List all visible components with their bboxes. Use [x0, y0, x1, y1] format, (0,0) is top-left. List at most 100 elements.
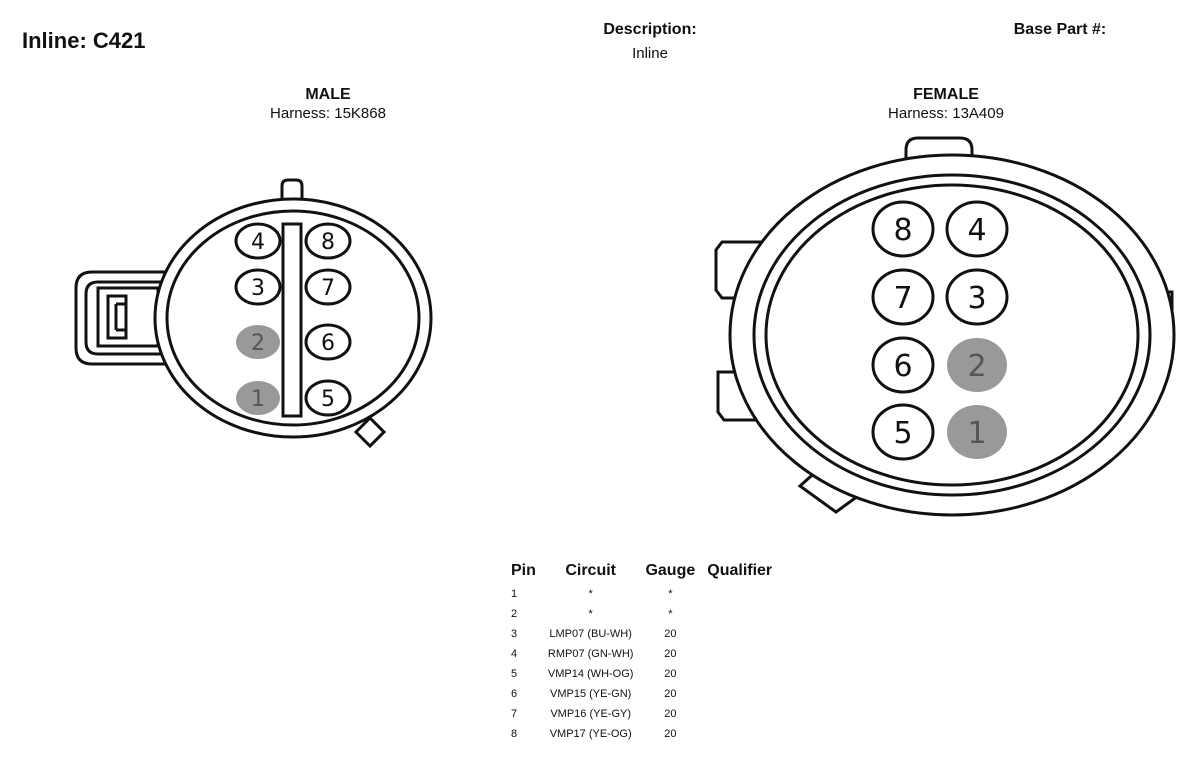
pin-cell: 6 — [511, 688, 518, 700]
circuit-cell: VMP16 (YE-GY) — [550, 708, 632, 720]
pin-table-header-row: Pin Circuit Gauge Qualifier — [505, 562, 778, 584]
female-pin-1: 1 — [947, 405, 1007, 459]
circuit-cell: VMP14 (WH-OG) — [547, 668, 634, 680]
qualifier-cell — [701, 644, 778, 664]
female-pin-7: 7 — [871, 268, 935, 326]
female-pin-label: 3 — [967, 281, 986, 316]
qualifier-cell — [701, 624, 778, 644]
female-pin-label: 8 — [893, 213, 912, 248]
gauge-cell: 20 — [664, 628, 677, 640]
connector-diagram: 4 3 2 1 8 7 6 5 8 7 6 5 4 3 2 1 — [74, 136, 1176, 517]
male-pin-circle — [304, 268, 352, 306]
female-pin-circle — [945, 268, 1009, 326]
gauge-cell: 20 — [664, 708, 677, 720]
male-pin-label: 2 — [251, 331, 265, 356]
male-pin-circle — [304, 323, 352, 361]
circuit-cell: VMP15 (YE-GN) — [550, 688, 632, 700]
female-pin-label: 1 — [967, 416, 986, 451]
table-row: 1 * * — [505, 584, 778, 604]
female-pin-8: 8 — [871, 200, 935, 258]
male-pin-8: 8 — [304, 222, 352, 260]
pin-cell: 4 — [511, 648, 518, 660]
pin-cell: 5 — [511, 668, 518, 680]
table-row: 3 LMP07 (BU-WH) 20 — [505, 624, 778, 644]
qualifier-cell — [701, 684, 778, 704]
female-pin-label: 7 — [893, 281, 912, 316]
male-pin-label: 4 — [251, 230, 265, 255]
male-pin-group: 4 3 2 1 8 7 6 5 — [234, 222, 352, 417]
female-view-title: FEMALE — [913, 86, 979, 103]
pin-cell: 1 — [511, 588, 518, 600]
gauge-cell: * — [668, 608, 673, 620]
male-connector-outline — [74, 178, 433, 449]
female-pin-group: 8 7 6 5 4 3 2 1 — [871, 200, 1009, 461]
connector-title: Inline: C421 — [22, 28, 146, 53]
female-pin-label: 6 — [893, 349, 912, 384]
circuit-cell: * — [588, 608, 593, 620]
male-pin-circle — [234, 268, 282, 306]
pin-cell: 8 — [511, 728, 518, 740]
circuit-cell: VMP17 (YE-OG) — [549, 728, 632, 740]
table-row: 7 VMP16 (YE-GY) 20 — [505, 704, 778, 724]
gauge-cell: 20 — [664, 688, 677, 700]
male-pin-label: 6 — [321, 331, 335, 356]
male-pin-label: 3 — [251, 276, 265, 301]
male-pin-circle — [304, 222, 352, 260]
table-row: 6 VMP15 (YE-GN) 20 — [505, 684, 778, 704]
gauge-cell: 20 — [664, 668, 677, 680]
male-pin-label: 8 — [321, 230, 335, 255]
male-pin-label: 5 — [321, 387, 335, 412]
female-harness-label: Harness: 13A409 — [888, 105, 1004, 122]
female-pin-label: 5 — [893, 416, 912, 451]
base-part-label: Base Part #: — [1013, 21, 1107, 38]
male-pin-label: 7 — [321, 276, 335, 301]
pin-cell: 7 — [511, 708, 518, 720]
circuit-cell: * — [588, 588, 593, 600]
male-pin-1: 1 — [236, 381, 280, 415]
gauge-cell: 20 — [664, 728, 677, 740]
male-pin-label: 1 — [251, 387, 265, 412]
female-pin-circle — [947, 405, 1007, 459]
qualifier-cell — [701, 584, 778, 604]
pin-cell: 2 — [511, 608, 518, 620]
male-view-title: MALE — [305, 86, 351, 103]
female-pin-label: 4 — [967, 213, 986, 248]
male-pin-2: 2 — [236, 325, 280, 359]
qualifier-header: Qualifier — [707, 562, 773, 579]
male-pin-3: 3 — [234, 268, 282, 306]
gauge-header: Gauge — [645, 562, 696, 579]
female-pin-2: 2 — [947, 338, 1007, 392]
male-pin-6: 6 — [304, 323, 352, 361]
circuit-cell: LMP07 (BU-WH) — [549, 628, 632, 640]
qualifier-cell — [701, 604, 778, 624]
circuit-header: Circuit — [565, 562, 616, 579]
male-pin-circle — [236, 381, 280, 415]
male-pin-circle — [304, 379, 352, 417]
pin-table: Pin Circuit Gauge Qualifier 1 * * 2 * * 3 LMP07… — [505, 562, 778, 744]
qualifier-cell — [701, 664, 778, 684]
male-pin-4: 4 — [234, 222, 282, 260]
circuit-cell: RMP07 (GN-WH) — [547, 648, 634, 660]
female-pin-circle — [871, 268, 935, 326]
pin-cell: 3 — [511, 628, 518, 640]
female-pin-3: 3 — [945, 268, 1009, 326]
female-pin-circle — [871, 336, 935, 394]
description-label: Description: — [603, 21, 697, 38]
pin-header: Pin — [511, 562, 536, 579]
gauge-cell: 20 — [664, 648, 677, 660]
gauge-cell: * — [668, 588, 673, 600]
description-value: Inline — [632, 45, 668, 62]
male-pin-5: 5 — [304, 379, 352, 417]
table-row: 8 VMP17 (YE-OG) 20 — [505, 724, 778, 744]
female-pin-circle — [871, 403, 935, 461]
qualifier-cell — [701, 704, 778, 724]
female-pin-4: 4 — [945, 200, 1009, 258]
female-pin-5: 5 — [871, 403, 935, 461]
male-harness-label: Harness: 15K868 — [270, 105, 386, 122]
qualifier-cell — [701, 724, 778, 744]
table-row: 4 RMP07 (GN-WH) 20 — [505, 644, 778, 664]
female-pin-circle — [945, 200, 1009, 258]
male-pin-circle — [234, 222, 282, 260]
male-pin-circle — [236, 325, 280, 359]
male-pin-7: 7 — [304, 268, 352, 306]
